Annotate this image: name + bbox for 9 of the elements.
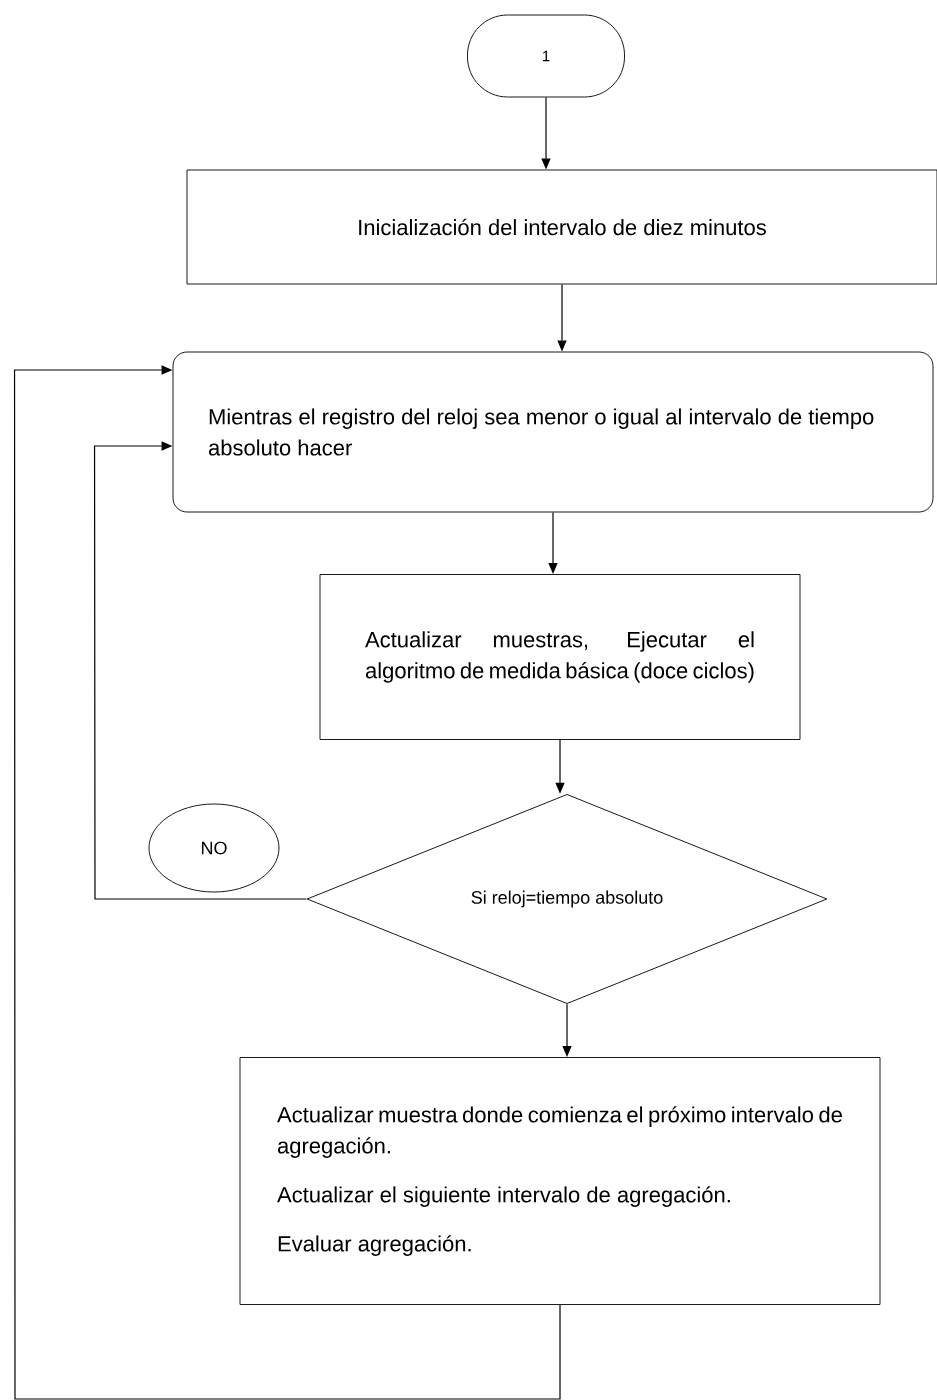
process-box: Inicialización del intervalo de diez minutos (186, 169, 937, 285)
arrow (93, 441, 308, 900)
arrow (562, 1003, 572, 1057)
arrow (548, 511, 558, 574)
process-box: Actualizar muestra donde comienza el próximo intervalo de agregación. Actualizar el siguiente intervalo de agregación. Evaluar agregación. (239, 1057, 881, 1305)
arrow (13, 365, 561, 1400)
terminator: 1 (467, 14, 625, 98)
loop-box: Mientras el registro del reloj sea menor o igual al intervalo de tiempo absoluto hacer (172, 351, 934, 513)
process-box: Actualizar muestras, Ejecutar el algoritmo de medida básica (doce ciclos) (319, 574, 801, 740)
